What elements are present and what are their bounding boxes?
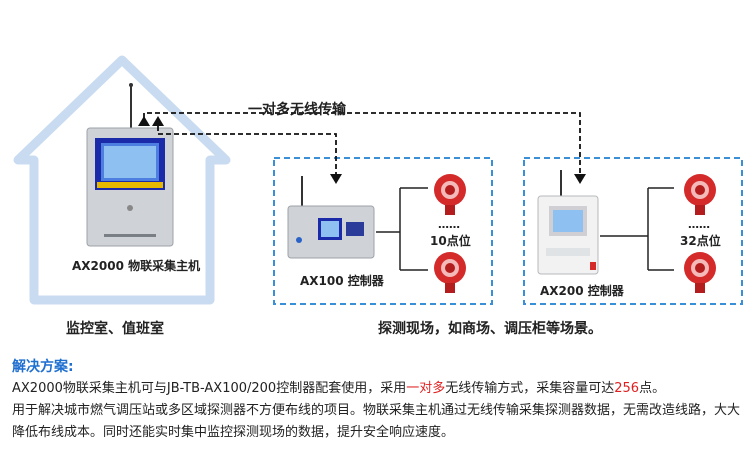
ax200-dots: …… — [688, 218, 710, 231]
p1-text-b: 无线传输方式，采集容量可达 — [445, 381, 615, 396]
ax200-points: 32点位 — [680, 234, 721, 248]
p1-highlight-capacity: 256 — [614, 381, 640, 396]
gas-detector-icon — [434, 174, 466, 215]
gas-detector-icon — [684, 174, 716, 215]
solution-paragraph-2: 用于解决城市燃气调压站或多区域探测器不方便布线的项目。物联采集主机通过无线传输采… — [12, 403, 741, 440]
ax200-controller-device — [537, 170, 599, 275]
house-outline — [13, 55, 231, 305]
ax2000-host-device — [86, 83, 174, 247]
host-label: AX2000 物联采集主机 — [72, 259, 201, 273]
gas-detector-icon — [434, 252, 466, 293]
solution-paragraph-1: AX2000物联采集主机可与JB-TB-AX100/200控制器配套使用，采用一… — [12, 378, 742, 400]
system-diagram — [13, 55, 743, 305]
site-box-ax100 — [273, 157, 493, 305]
site-label: 探测现场，如商场、调压柜等场景。 — [378, 321, 602, 337]
p1-text-a: AX2000物联采集主机可与JB-TB-AX100/200控制器配套使用，采用 — [12, 381, 407, 396]
ax200-branch-lines — [600, 187, 674, 271]
wireless-arrows — [143, 112, 581, 174]
ax100-branch-lines — [376, 187, 428, 271]
room-label: 监控室、值班室 — [66, 321, 164, 337]
ax100-controller-device — [287, 176, 375, 259]
ax200-label: AX200 控制器 — [540, 284, 624, 298]
ax100-points: 10点位 — [430, 234, 471, 248]
p1-text-c: 点。 — [639, 381, 666, 396]
ax100-label: AX100 控制器 — [300, 274, 384, 288]
ax100-dots: …… — [438, 218, 460, 231]
solution-title: 解决方案: — [12, 359, 74, 375]
arrowheads — [138, 116, 586, 184]
wireless-label: 一对多无线传输 — [248, 102, 346, 118]
gas-detector-icon — [684, 252, 716, 293]
site-box-ax200 — [523, 157, 743, 305]
p1-highlight-one-to-many: 一对多 — [406, 381, 446, 396]
